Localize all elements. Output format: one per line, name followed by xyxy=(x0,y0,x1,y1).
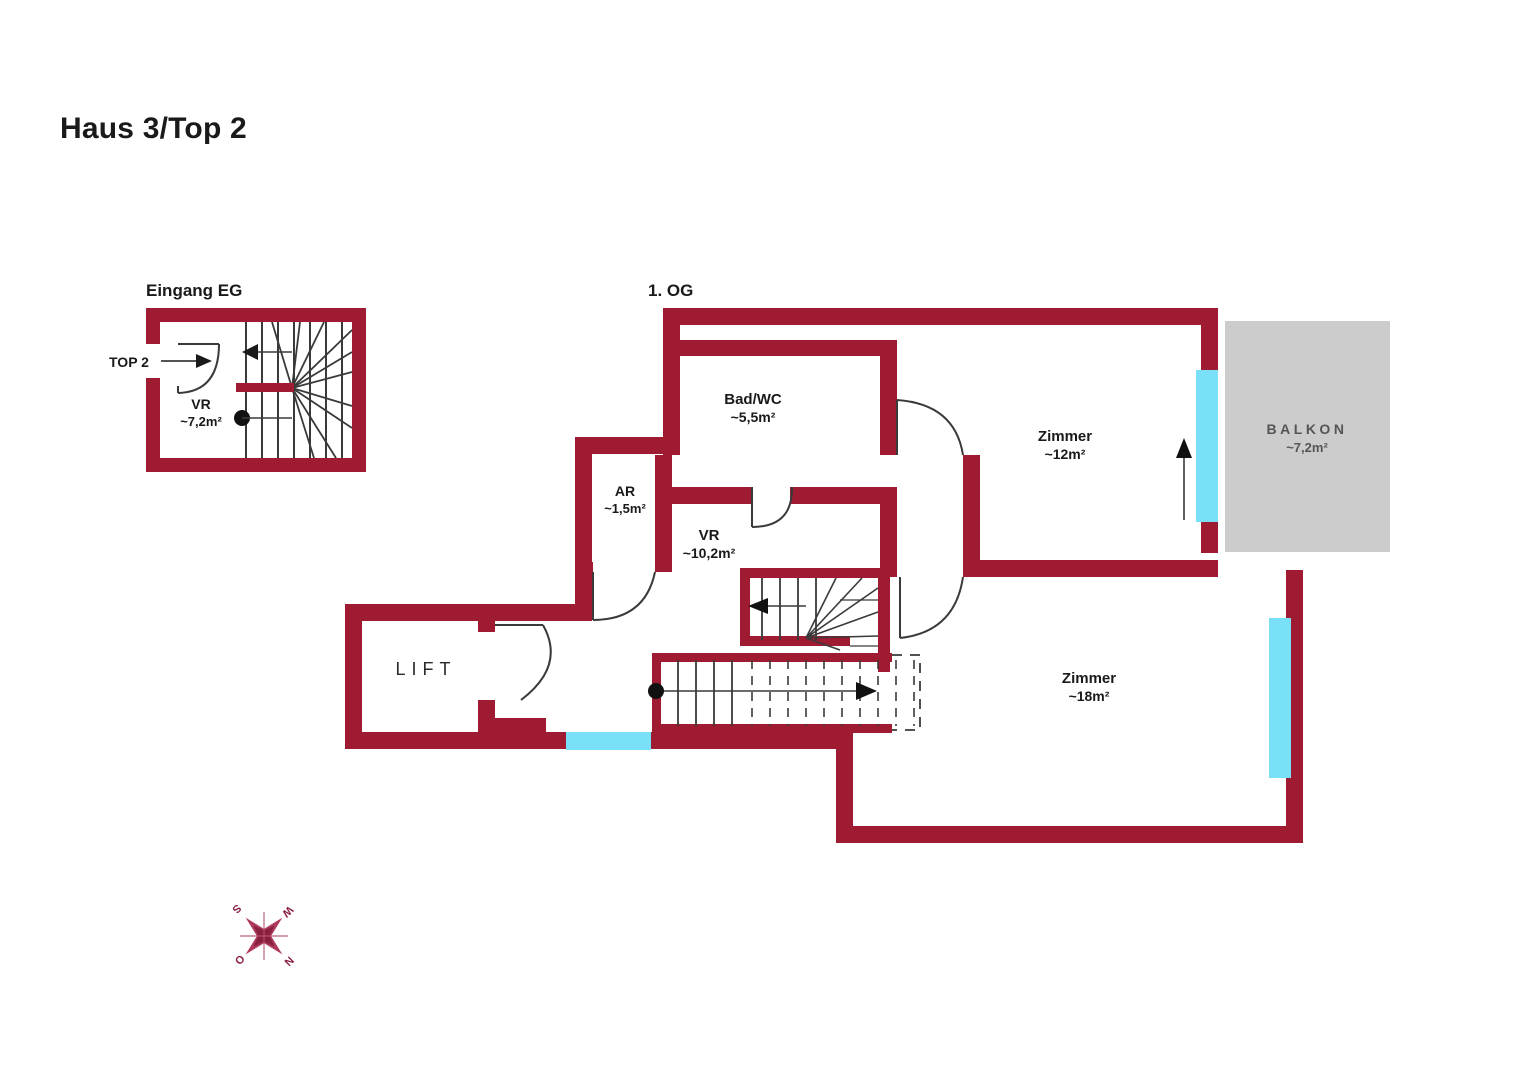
room-label-vr-og: VR ~10,2m² xyxy=(644,526,774,563)
page-title: Haus 3/Top 2 xyxy=(60,112,247,145)
balcony-area: ~7,2m² xyxy=(1286,440,1328,456)
compass-letter-n: N xyxy=(282,954,296,968)
room-label-zimmer-12: Zimmer ~12m² xyxy=(1000,427,1130,464)
room-label-zimmer-18: Zimmer ~18m² xyxy=(1024,669,1154,706)
window-zimmer-18 xyxy=(1269,618,1291,778)
room-area: ~7,2m² xyxy=(180,413,222,429)
entrance-marker-label: TOP 2 xyxy=(109,354,149,370)
room-area: ~12m² xyxy=(1044,446,1086,463)
room-name: VR xyxy=(698,527,720,544)
room-area: ~10,2m² xyxy=(682,545,736,562)
og-staircase-upper xyxy=(748,577,879,651)
room-name: Bad/WC xyxy=(724,391,782,408)
room-name: VR xyxy=(191,396,211,412)
eg-top2-arrow xyxy=(161,354,212,368)
plan-label-og: 1. OG xyxy=(648,281,694,300)
balcony-name: BALKON xyxy=(1266,421,1348,437)
eg-entrance-opening xyxy=(146,344,161,378)
og-staircase-lower xyxy=(648,654,921,731)
compass-letter-o: O xyxy=(232,952,247,967)
room-area: ~18m² xyxy=(1068,688,1110,705)
room-area: ~5,5m² xyxy=(730,409,776,426)
room-name: Zimmer xyxy=(1061,670,1117,687)
plan-label-eg: Eingang EG xyxy=(146,281,243,300)
compass-letter-s: S xyxy=(230,902,244,916)
room-name: Zimmer xyxy=(1037,428,1093,445)
eg-staircase xyxy=(234,321,353,459)
plan-og-group xyxy=(345,308,1390,843)
balcony-access-arrow xyxy=(1176,438,1192,520)
balcony-slab xyxy=(1225,321,1390,552)
og-windows xyxy=(566,370,1291,778)
compass-letter-w: W xyxy=(279,903,295,919)
room-label-vr-eg: VR ~7,2m² xyxy=(151,396,251,431)
og-door-swings xyxy=(495,399,964,701)
room-label-bad-wc: Bad/WC ~5,5m² xyxy=(688,390,818,427)
window-corridor-south xyxy=(566,732,651,750)
window-balcony-door xyxy=(1196,370,1218,522)
lift-label: LIFT xyxy=(395,659,457,679)
plan-eg-group xyxy=(146,308,366,472)
room-label-ar: AR ~1,5m² xyxy=(572,483,678,518)
room-name: AR xyxy=(614,483,636,499)
room-area: ~1,5m² xyxy=(604,500,646,516)
balcony-label: BALKON ~7,2m² xyxy=(1222,419,1392,458)
compass-rose: N O S W xyxy=(230,902,296,968)
eg-door-swing xyxy=(177,343,220,394)
